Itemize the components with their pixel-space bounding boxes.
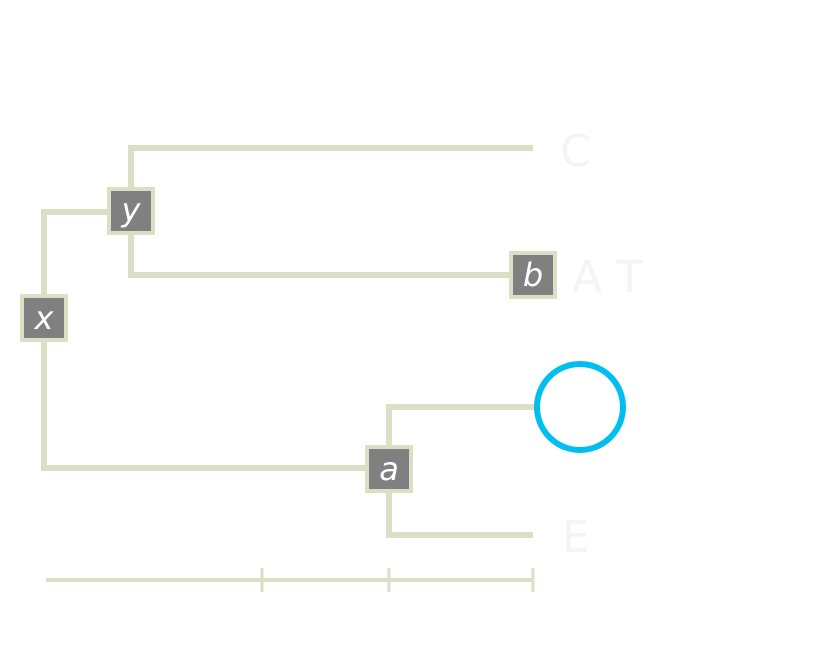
node-x[interactable]: x bbox=[20, 294, 68, 342]
node-y[interactable]: y bbox=[107, 187, 155, 235]
leaf-label-c: C bbox=[560, 126, 591, 177]
node-b-label: b bbox=[523, 256, 543, 294]
leaf-label-e: E bbox=[562, 512, 590, 563]
node-a[interactable]: a bbox=[365, 445, 413, 493]
scale-bar bbox=[46, 568, 535, 592]
node-x-label: x bbox=[34, 299, 55, 337]
branch-x-y bbox=[41, 209, 133, 321]
leaf-labels: C A T E bbox=[560, 126, 643, 563]
branch-y-b bbox=[128, 209, 536, 278]
node-b[interactable]: b bbox=[509, 251, 557, 299]
highlight-ring[interactable] bbox=[534, 361, 626, 453]
branch-y-c bbox=[128, 145, 533, 215]
node-y-label: y bbox=[121, 191, 142, 229]
branch-x-a bbox=[41, 315, 392, 471]
node-a-label: a bbox=[379, 450, 399, 488]
leaf-label-at: A T bbox=[572, 252, 643, 303]
